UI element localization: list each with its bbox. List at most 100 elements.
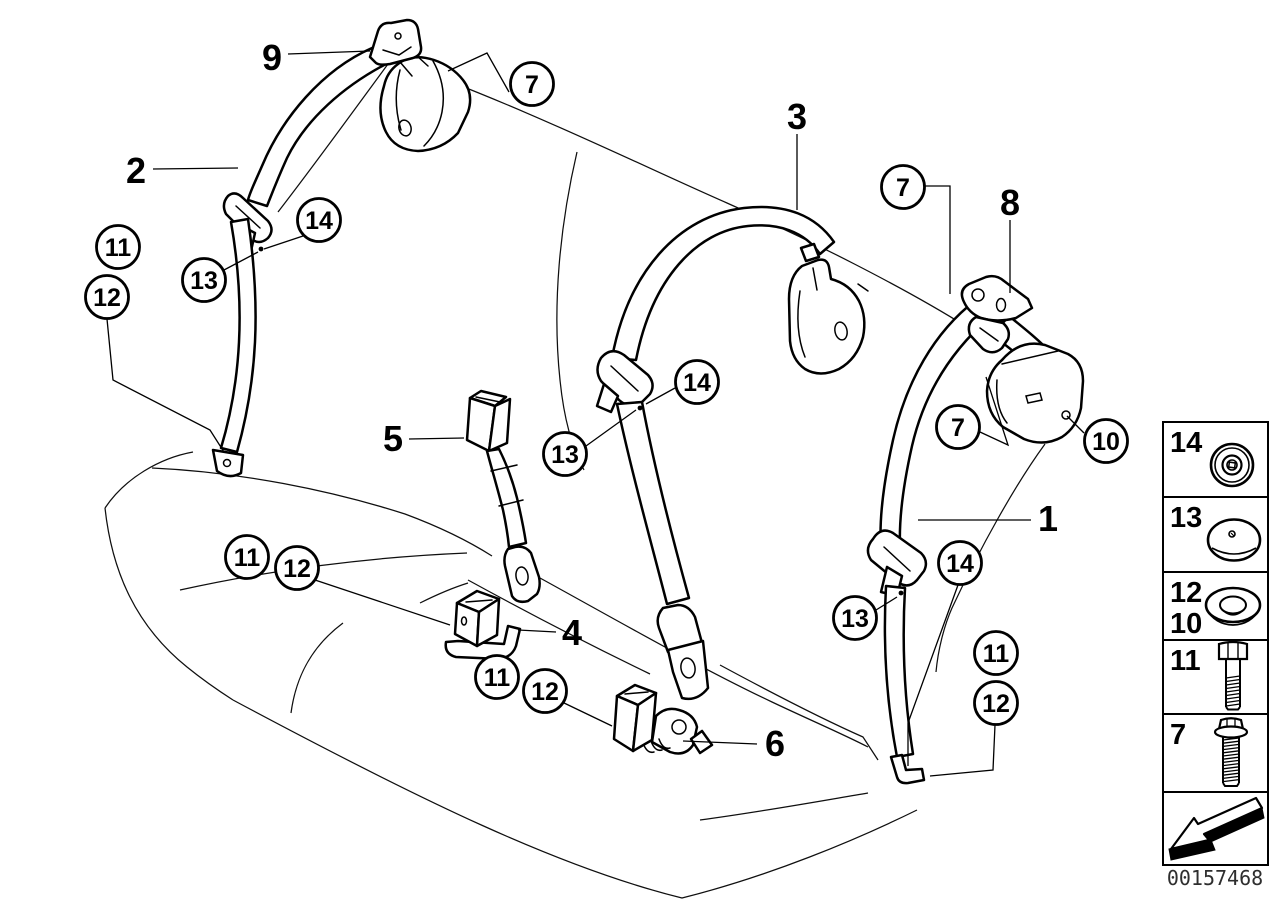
leader-line [585,409,637,447]
legend-number: 10 [1170,608,1202,640]
buckle-5-stalk [485,447,528,549]
circled-callout-10[interactable]: 10 [1083,418,1129,464]
legend-item-14[interactable]: 14 [1162,421,1269,498]
buckle-6-side-face [631,691,658,753]
callout-number[interactable]: 11 [983,640,1010,668]
circled-callout-13[interactable]: 13 [542,431,588,477]
belt-2-adjuster-slot [235,205,261,229]
callout-number[interactable]: 14 [305,207,333,235]
callout-circle[interactable] [296,197,342,243]
callout-number[interactable]: 7 [525,71,539,99]
cushion-pleat-1 [179,552,468,591]
callout-number[interactable]: 8 [1000,182,1020,223]
retractor-screw-10 [1061,410,1071,420]
callout-number[interactable]: 7 [951,414,965,442]
callout-number[interactable]: 6 [765,723,785,764]
legend-number: 14 [1170,427,1202,459]
callouts: 9 2 3 8 5 4 6 1 7 7 7 10 11 12 13 14 11 12 13 14 11 12 13 14 11 1… [84,37,1129,764]
belt-3-latch-hole [680,657,696,679]
circled-callout-7[interactable]: 7 [935,404,981,450]
callout-circle[interactable] [522,668,568,714]
callout-circle[interactable] [935,404,981,450]
buckle-5-side-face [487,397,512,453]
legend-item-7[interactable]: 7 [1162,713,1269,793]
callout-number[interactable]: 1 [1038,498,1058,539]
buckle-6 [612,683,714,755]
circled-callout-11[interactable]: 11 [474,654,520,700]
circled-callout-11[interactable]: 11 [224,534,270,580]
callout-number[interactable]: 11 [234,544,261,572]
circled-callout-14[interactable]: 14 [937,540,983,586]
callout-3[interactable]: 3 [787,96,807,137]
callout-number[interactable]: 12 [283,555,311,583]
circled-callout-12[interactable]: 12 [973,680,1019,726]
callout-circle[interactable] [937,540,983,586]
belt-3-retractor-tab [799,242,821,263]
callout-8[interactable]: 8 [1000,182,1020,223]
circled-callout-11[interactable]: 11 [95,224,141,270]
circled-callout-12[interactable]: 12 [522,668,568,714]
legend-item-arrow[interactable] [1162,791,1269,866]
callout-number[interactable]: 13 [551,441,579,469]
callout-circle[interactable] [181,257,227,303]
callout-number[interactable]: 9 [262,37,282,78]
callout-circle[interactable] [880,164,926,210]
callout-number[interactable]: 14 [946,550,974,578]
callout-4[interactable]: 4 [562,612,582,653]
cushion-bight-crease-right [539,577,869,748]
callout-circle[interactable] [84,274,130,320]
circled-callout-13[interactable]: 13 [181,257,227,303]
leader-line [106,318,225,453]
callout-9[interactable]: 9 [262,37,282,78]
callout-number[interactable]: 13 [190,267,218,295]
legend-item-11[interactable]: 11 [1162,639,1269,715]
callout-circle[interactable] [973,630,1019,676]
callout-circle[interactable] [224,534,270,580]
callout-circle[interactable] [1083,418,1129,464]
circled-callout-14[interactable]: 14 [674,359,720,405]
callout-number[interactable]: 4 [562,612,582,653]
callout-2[interactable]: 2 [126,150,146,191]
callout-number[interactable]: 2 [126,150,146,191]
callout-circle[interactable] [973,680,1019,726]
circled-callout-7[interactable]: 7 [509,61,555,107]
circled-callout-7[interactable]: 7 [880,164,926,210]
callout-number[interactable]: 12 [531,678,559,706]
callout-number[interactable]: 5 [383,418,403,459]
circled-callout-11[interactable]: 11 [973,630,1019,676]
callout-number[interactable]: 3 [787,96,807,137]
callout-number[interactable]: 10 [1092,428,1120,456]
buckle-6-slot [624,691,649,695]
circled-callout-12[interactable]: 12 [84,274,130,320]
callout-number[interactable]: 12 [982,690,1010,718]
callout-6[interactable]: 6 [765,723,785,764]
callout-number[interactable]: 7 [896,174,910,202]
callout-number[interactable]: 11 [484,664,511,692]
belt-1-guide-slot [979,327,999,342]
callout-circle[interactable] [542,431,588,477]
circled-callout-14[interactable]: 14 [296,197,342,243]
callout-circle[interactable] [95,224,141,270]
callout-number[interactable]: 14 [683,369,711,397]
callout-circle[interactable] [474,654,520,700]
callout-circle[interactable] [674,359,720,405]
callout-1[interactable]: 1 [1038,498,1058,539]
part-number: 00157468 [1167,866,1263,890]
legend-cell[interactable] [1162,639,1269,715]
callout-circle[interactable] [832,595,878,641]
callout-number[interactable]: 12 [93,284,121,312]
belt-1-bracket-bolt-hole [971,288,985,302]
callout-circle[interactable] [274,545,320,591]
leader-line [517,629,557,633]
callout-5[interactable]: 5 [383,418,403,459]
legend-item-13[interactable]: 13 [1162,496,1269,573]
callout-circle[interactable] [509,61,555,107]
circled-callout-12[interactable]: 12 [274,545,320,591]
cushion-fold [290,622,344,714]
callout-number[interactable]: 13 [841,605,869,633]
circled-callout-13[interactable]: 13 [832,595,878,641]
callout-number[interactable]: 11 [105,234,132,262]
buckle-4-side-face [475,597,501,648]
